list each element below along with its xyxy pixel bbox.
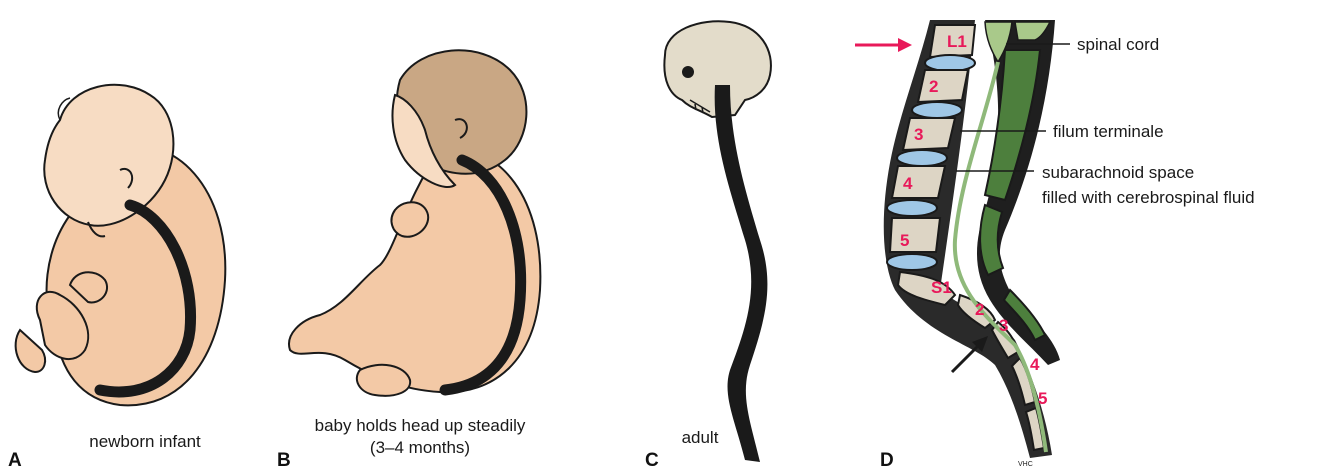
- panel-letter-b: B: [277, 450, 291, 470]
- panel-d-spine-section: L1 2 3 4 5 S1 2 3 4 5 VHC: [855, 20, 1060, 468]
- panel-a-newborn-illustration: [16, 85, 226, 406]
- callout-subarachnoid-line1: subarachnoid space: [1042, 163, 1194, 182]
- baby-caption-line2: (3–4 months): [370, 438, 470, 457]
- callout-filum-terminale: filum terminale: [1053, 122, 1164, 141]
- vertebra-label-s2: 2: [975, 300, 984, 319]
- artist-signature: VHC: [1018, 461, 1033, 468]
- panel-letter-d: D: [880, 450, 894, 470]
- baby-caption-line1: baby holds head up steadily: [315, 416, 526, 435]
- adult-spine: [715, 85, 768, 462]
- callout-subarachnoid-line2: filled with cerebrospinal fluid: [1042, 188, 1255, 207]
- vertebra-label-l3: 3: [914, 125, 923, 144]
- vertebra-label-s1: S1: [931, 278, 952, 297]
- vertebra-label-s5: 5: [1038, 389, 1047, 408]
- vertebra-label-l4: 4: [903, 174, 913, 193]
- panel-letter-c: C: [645, 450, 659, 470]
- callout-spinal-cord: spinal cord: [1077, 35, 1159, 54]
- vertebra-label-l5: 5: [900, 231, 909, 250]
- vertebra-label-s4: 4: [1030, 355, 1040, 374]
- panel-c-adult-illustration: [664, 21, 771, 462]
- panel-b-baby-illustration: [289, 50, 540, 395]
- newborn-caption: newborn infant: [89, 432, 201, 451]
- adult-caption: adult: [682, 428, 719, 447]
- vertebra-label-s3: 3: [999, 316, 1008, 335]
- vertebra-label-l2: 2: [929, 77, 938, 96]
- vertebra-label-l1: L1: [947, 32, 967, 51]
- panel-letter-a: A: [8, 450, 22, 470]
